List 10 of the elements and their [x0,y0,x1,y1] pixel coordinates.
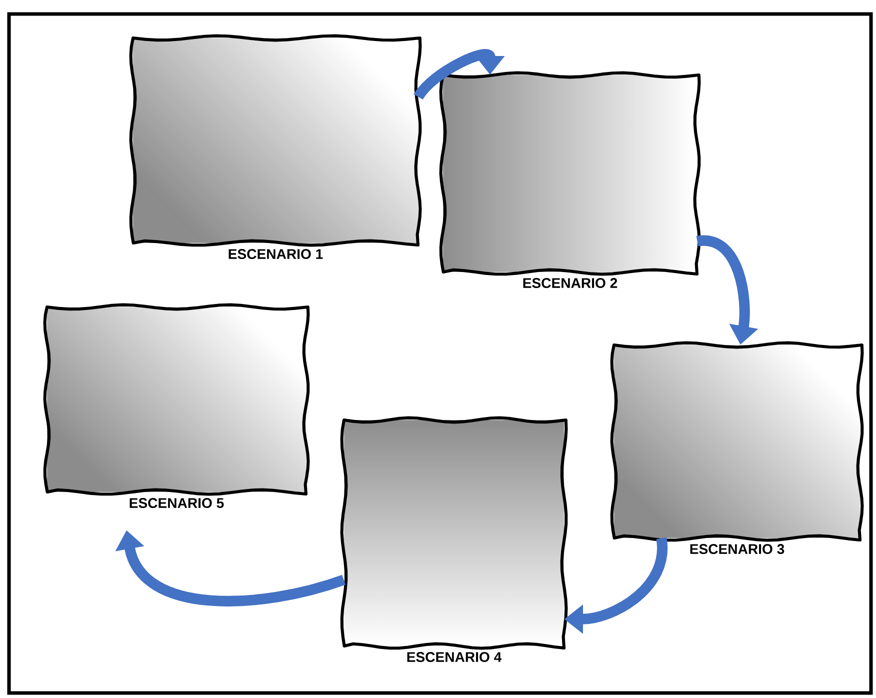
scenario-frame: ESCENARIO 5 [43,303,310,508]
node-label: ESCENARIO 4 [407,652,502,662]
node-label: ESCENARIO 3 [690,544,784,554]
node-label: ESCENARIO 2 [523,278,618,288]
scenario-frame: ESCENARIO 2 [439,71,701,288]
scenario-frame: ESCENARIO 3 [610,341,864,554]
scenario-frame: ESCENARIO 1 [129,34,422,259]
scenario-frame: ESCENARIO 4 [340,416,568,662]
node-label: ESCENARIO 5 [130,498,224,508]
node-label: ESCENARIO 1 [228,249,323,259]
